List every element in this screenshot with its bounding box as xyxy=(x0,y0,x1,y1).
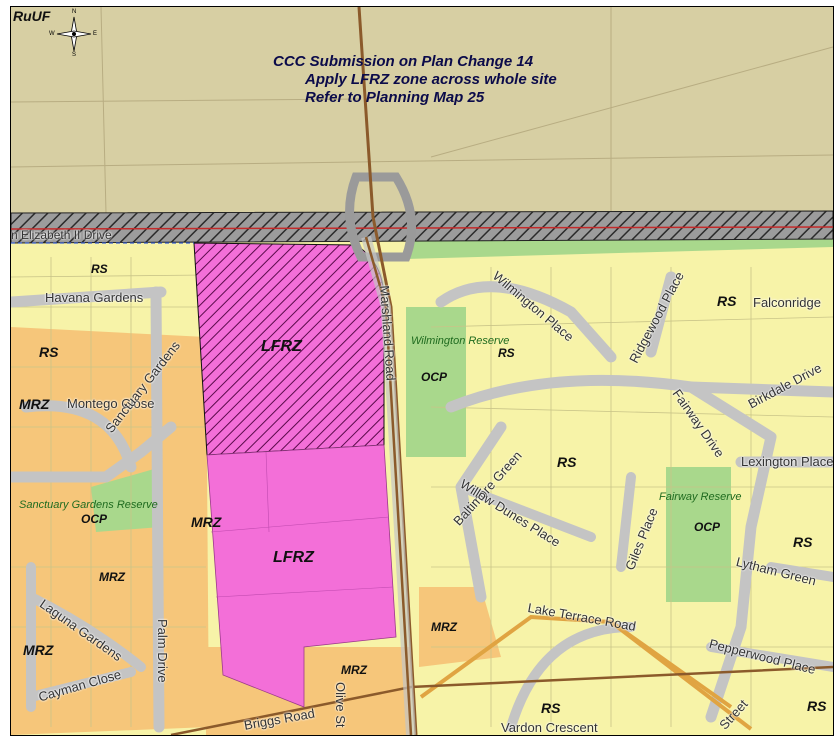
zone-label-lfrz-south: LFRZ xyxy=(273,549,314,566)
zone-label-ocp-wilmington: OCP xyxy=(421,370,448,384)
motorway-centre-line xyxy=(11,226,833,230)
street-label-vardon: Vardon Crescent xyxy=(501,720,598,735)
zone-label-lfrz-north: LFRZ xyxy=(261,338,302,355)
compass-e: E xyxy=(93,31,98,37)
reserve-label-fairway: Fairway Reserve xyxy=(659,491,742,503)
zone-label-rs-wilmington: RS xyxy=(498,346,515,360)
note-line-3: Refer to Planning Map 25 xyxy=(305,89,485,106)
reserve-label-wilmington: Wilmington Reserve xyxy=(411,335,510,347)
zone-label-rs-w: RS xyxy=(39,344,59,360)
zone-label-mrz-center: MRZ xyxy=(191,514,222,530)
planning-map: N S E W CCC Submission on Plan Change 14… xyxy=(10,6,834,736)
sanctuary-reserve-area xyxy=(91,467,161,532)
zone-label-rs-nw: RS xyxy=(91,262,108,276)
compass-w: W xyxy=(49,31,55,37)
map-canvas xyxy=(11,7,833,735)
zone-label-rs-bottom: RS xyxy=(541,700,561,716)
lake-terrace-road-line xyxy=(419,614,733,709)
rural-parcel-lines xyxy=(11,7,833,214)
reserve-label-sanctuary: Sanctuary Gardens Reserve xyxy=(19,499,158,511)
zone-label-ocp-fairway: OCP xyxy=(694,520,721,534)
compass-rose: N S E W xyxy=(49,9,98,58)
street-label-palm: Palm Drive xyxy=(155,619,170,683)
zone-label-rs-center: RS xyxy=(557,454,577,470)
street-label-havana: Havana Gardens xyxy=(45,290,144,305)
zone-label-mrz-lake: MRZ xyxy=(431,620,457,634)
street-label-lexington: Lexington Place xyxy=(741,454,834,469)
lake-terrace-road-east xyxy=(609,620,753,731)
zone-label-mrz-laguna: MRZ xyxy=(23,642,54,658)
local-roads xyxy=(11,271,833,733)
street-label-falconridge: Falconridge xyxy=(753,295,821,310)
motorway-band xyxy=(11,210,833,244)
zone-label-rs-east: RS xyxy=(793,534,813,550)
lfrz-south-area xyxy=(206,444,397,708)
zone-label-mrz-palm: MRZ xyxy=(99,570,125,584)
street-label-queen-elizabeth: n Elizabeth II Drive xyxy=(11,228,112,242)
zone-label-mrz-olive: MRZ xyxy=(341,663,367,677)
compass-s: S xyxy=(72,52,77,58)
note-line-2: Apply LFRZ zone across whole site xyxy=(305,71,557,88)
compass-n: N xyxy=(72,9,77,15)
street-label-olive: Olive St xyxy=(333,682,348,728)
rural-zone-area xyxy=(11,7,833,213)
zone-label-mrz-montego: MRZ xyxy=(19,396,50,412)
wilmington-reserve-area xyxy=(406,307,466,457)
fairway-reserve-area xyxy=(666,467,731,602)
zone-label-rs-ne: RS xyxy=(717,293,737,309)
zone-label-ocp-sanctuary: OCP xyxy=(81,512,108,526)
zone-label-rs-bottom-right: RS xyxy=(807,698,827,714)
compass-icon xyxy=(56,16,92,52)
note-line-1: CCC Submission on Plan Change 14 xyxy=(273,53,534,70)
lfrz-parcel-lines xyxy=(210,451,394,598)
street-label-montego: Montego Close xyxy=(67,396,155,411)
marshland-road-centre xyxy=(364,236,413,735)
interchange-shape xyxy=(345,172,417,262)
parcel-grid xyxy=(11,257,833,727)
zone-label-ruuf: RuUF xyxy=(13,8,51,24)
submission-note: CCC Submission on Plan Change 14 Apply L… xyxy=(273,53,557,107)
